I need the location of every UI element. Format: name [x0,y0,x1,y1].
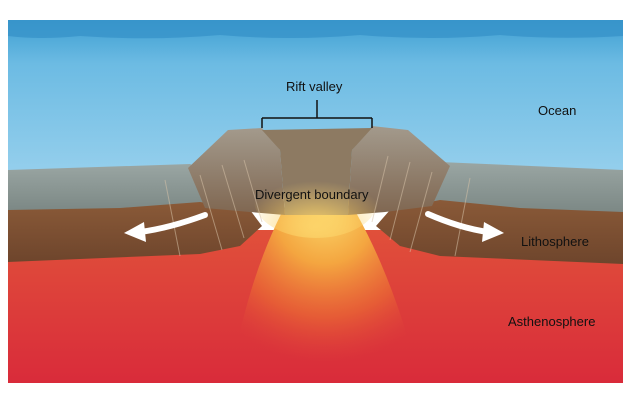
ocean-surface [8,20,623,39]
rift-glow [254,162,378,238]
fault-lines [164,155,471,257]
arrow-left-head-icon [124,222,146,242]
arrow-left-icon [137,212,208,235]
divergent-boundary-label: Divergent boundary [255,187,369,202]
rift-valley-bracket [261,100,373,128]
seafloor-crust-right [412,162,623,214]
rift-valley-label: Rift valley [286,79,343,94]
seafloor-crust-left [8,164,215,212]
lithosphere-label: Lithosphere [521,234,589,249]
ocean-label: Ocean [538,103,577,118]
arrow-right-head-icon [482,222,504,242]
asthenosphere-label: Asthenosphere [508,314,596,329]
magma-plume [230,180,420,383]
